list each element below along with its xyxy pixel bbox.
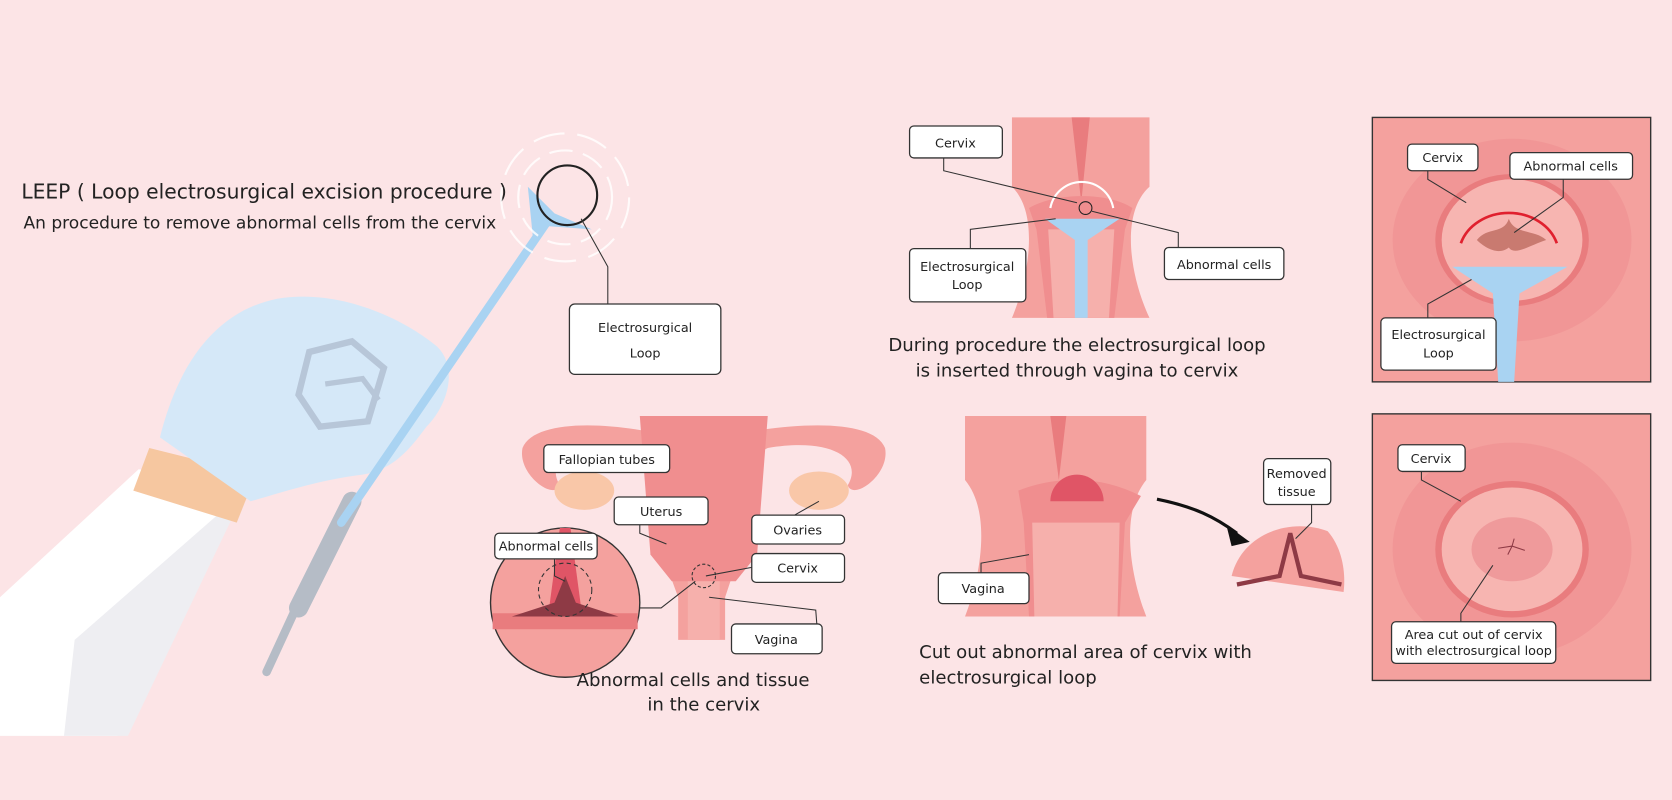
label-vagina-after bbox=[937, 572, 1030, 605]
label-cervix-panel-top bbox=[1406, 143, 1479, 172]
svg-text:Electrosurgical: Electrosurgical bbox=[598, 321, 692, 336]
label-area-cut-out bbox=[1390, 621, 1557, 665]
ovary-left bbox=[554, 471, 615, 510]
label-fallopian-tubes bbox=[543, 444, 671, 474]
svg-text:Cervix: Cervix bbox=[1422, 151, 1463, 166]
svg-text:electrosurgical loop: electrosurgical loop bbox=[919, 668, 1097, 689]
label-vagina bbox=[730, 623, 823, 655]
loop-instrument-top bbox=[1452, 266, 1568, 382]
svg-text:is inserted through vagina to: is inserted through vagina to cervix bbox=[916, 361, 1239, 382]
after-procedure-illustration bbox=[965, 415, 1345, 617]
svg-text:in the cervix: in the cervix bbox=[647, 694, 760, 715]
svg-text:tissue: tissue bbox=[1278, 485, 1316, 500]
label-removed-tissue bbox=[1262, 458, 1332, 506]
svg-text:Electrosurgical: Electrosurgical bbox=[920, 260, 1014, 275]
label-cervix bbox=[751, 552, 846, 583]
svg-text:Area cut out of cervix: Area cut out of cervix bbox=[1405, 628, 1543, 643]
svg-text:Electrosurgical: Electrosurgical bbox=[1391, 328, 1485, 343]
svg-text:Abnormal cells: Abnormal cells bbox=[499, 539, 594, 554]
during-procedure-illustration bbox=[1011, 117, 1150, 318]
title: LEEP ( Loop electrosurgical excision pro… bbox=[21, 179, 507, 203]
svg-text:Cervix: Cervix bbox=[777, 562, 818, 577]
svg-text:Removed: Removed bbox=[1267, 467, 1327, 482]
svg-text:Loop: Loop bbox=[952, 278, 983, 293]
svg-text:Vagina: Vagina bbox=[962, 582, 1005, 597]
svg-text:Cut out abnormal area of cervi: Cut out abnormal area of cervix with bbox=[919, 642, 1252, 663]
svg-text:Loop: Loop bbox=[1423, 346, 1454, 361]
svg-text:Abnormal cells: Abnormal cells bbox=[1177, 258, 1272, 273]
label-cervix-during bbox=[908, 125, 1003, 159]
label-uterus bbox=[613, 496, 709, 526]
label-abnormal-cells-during bbox=[1163, 246, 1285, 281]
svg-text:Cervix: Cervix bbox=[1411, 452, 1452, 467]
svg-text:Loop: Loop bbox=[630, 346, 661, 361]
svg-text:During procedure the electrosu: During procedure the electrosurgical loo… bbox=[888, 335, 1265, 356]
loop-instrument bbox=[1045, 218, 1120, 318]
svg-text:Abnormal cells and tissue: Abnormal cells and tissue bbox=[577, 670, 810, 691]
abnormal-cells-shape bbox=[1476, 218, 1547, 252]
label-ovaries bbox=[751, 514, 846, 545]
label-loop-during bbox=[908, 247, 1027, 303]
skin-cuff bbox=[133, 447, 256, 523]
hand-illustration bbox=[0, 132, 631, 736]
removed-tissue bbox=[1231, 526, 1345, 592]
svg-text:Ovaries: Ovaries bbox=[773, 523, 822, 538]
label-abnormal-cells-panel-top bbox=[1509, 151, 1634, 180]
svg-text:Vagina: Vagina bbox=[755, 633, 798, 648]
svg-text:Abnormal cells: Abnormal cells bbox=[1524, 160, 1619, 175]
label-cervix-panel-bottom bbox=[1397, 444, 1466, 473]
label-electrosurgical-loop bbox=[568, 303, 722, 376]
svg-text:Fallopian tubes: Fallopian tubes bbox=[559, 453, 656, 468]
ovary-right bbox=[789, 471, 849, 510]
arrow-icon bbox=[1156, 497, 1238, 535]
subtitle: An procedure to remove abnormal cells fr… bbox=[23, 213, 496, 233]
loop-wire bbox=[536, 164, 599, 227]
svg-text:with electrosurgical loop: with electrosurgical loop bbox=[1395, 644, 1552, 659]
label-loop-panel-top bbox=[1380, 317, 1497, 371]
cut-line bbox=[1459, 211, 1559, 244]
svg-text:Uterus: Uterus bbox=[640, 505, 683, 520]
svg-text:Cervix: Cervix bbox=[935, 136, 976, 151]
label-abnormal-cells bbox=[494, 532, 598, 560]
instrument-shaft bbox=[336, 214, 554, 527]
